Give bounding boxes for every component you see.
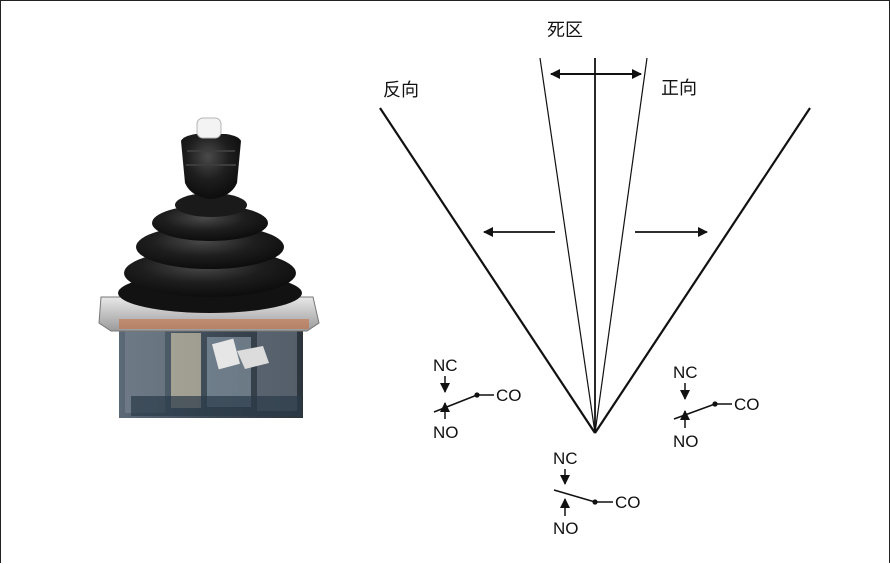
left-nc-label: NC [433,356,458,375]
center-co-label: CO [615,493,641,512]
forward-label: 正向 [661,78,697,99]
right-co-label: CO [734,395,760,414]
contact-symbol-left: NC CO NO [433,356,522,442]
dead-zone-right-line [595,58,647,433]
reverse-label: 反向 [383,80,419,101]
center-no-label: NO [553,519,579,538]
dead-zone-left-line [540,58,595,433]
right-no-label: NO [673,432,699,451]
joystick-image [99,118,319,418]
contact-symbol-center: NC CO NO [553,449,641,538]
left-co-label: CO [496,386,522,405]
contact-symbol-right: NC CO NO [673,363,760,451]
center-nc-label: NC [553,449,578,468]
forward-limit-line [595,108,810,433]
right-nc-label: NC [673,363,698,382]
reverse-limit-line [380,108,595,433]
dead-zone-label: 死区 [547,20,583,41]
left-no-label: NO [433,423,459,442]
